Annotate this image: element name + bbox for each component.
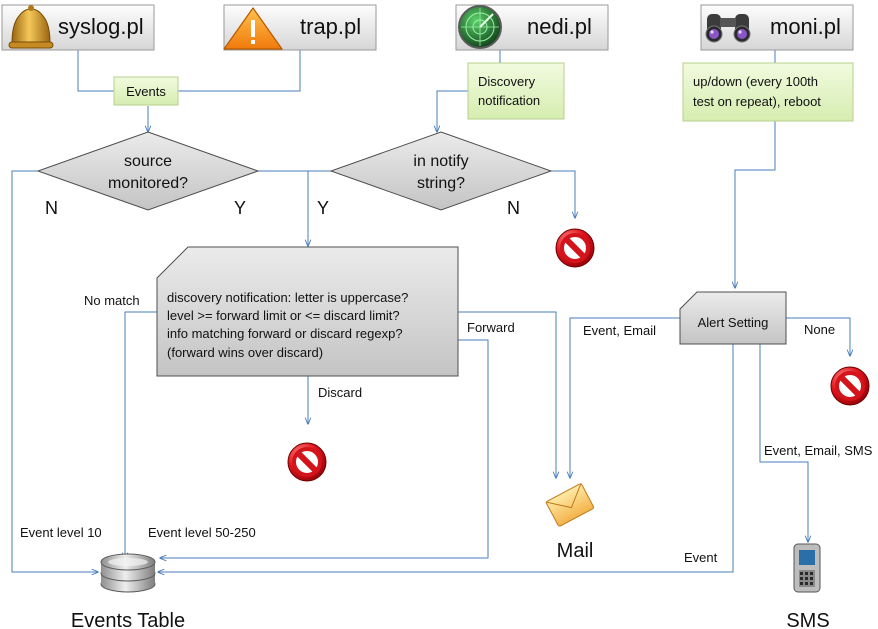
- binoculars-icon: [705, 14, 751, 43]
- mail-label: Mail: [557, 540, 594, 562]
- radar-icon: [458, 5, 502, 49]
- in-notify-line1: in notify: [413, 153, 468, 170]
- moni-label: moni.pl: [770, 14, 841, 39]
- forward-label: Forward: [467, 320, 515, 335]
- connectors: [11, 50, 850, 572]
- event-email-label: Event, Email: [583, 323, 656, 338]
- moni-source: moni.pl: [700, 4, 854, 51]
- event-label: Event: [684, 550, 718, 565]
- rules-line2: level >= forward limit or <= discard lim…: [167, 308, 400, 323]
- source-no-label: N: [45, 198, 58, 218]
- events-note: Events: [113, 76, 179, 106]
- alert-event-email-arrow: [570, 317, 680, 478]
- event-level-10-label: Event level 10: [20, 525, 102, 540]
- alert-setting-box: Alert Setting: [679, 291, 787, 345]
- alert-none-arrow: [786, 317, 850, 356]
- moni-note-line1: up/down (every 100th: [693, 74, 818, 89]
- trap-source: trap.pl: [223, 4, 377, 51]
- forward-to-events-arrow: [160, 339, 489, 558]
- mail-output: Mail: [545, 483, 595, 562]
- bell-icon: [8, 5, 54, 49]
- notify-no-label: N: [507, 198, 520, 218]
- none-label: None: [804, 322, 835, 337]
- discovery-note: Discovery notification: [467, 62, 565, 120]
- discovery-to-notify-arrow: [437, 90, 468, 132]
- event-level-50-250-label: Event level 50-250: [148, 525, 256, 540]
- alert-event-arrow: [158, 344, 734, 572]
- discovery-note-line1: Discovery: [478, 74, 536, 89]
- moni-note-line2: test on repeat), reboot: [693, 94, 821, 109]
- database-icon: [100, 553, 156, 593]
- mail-envelope-icon: [545, 483, 595, 527]
- event-email-sms-label: Event, Email, SMS: [764, 443, 873, 458]
- syslog-label: syslog.pl: [58, 14, 144, 39]
- discard-stop-icon: [288, 443, 326, 481]
- notify-no-arrow: [551, 170, 575, 218]
- rules-line3: info matching forward or discard regexp?: [167, 326, 403, 341]
- syslog-source: syslog.pl: [1, 4, 155, 51]
- source-monitored-line1: source: [124, 153, 172, 170]
- alert-setting-label: Alert Setting: [698, 315, 769, 330]
- discard-label: Discard: [318, 385, 362, 400]
- discovery-note-line2: notification: [478, 93, 540, 108]
- warning-icon: [223, 7, 283, 50]
- forward-discard-rules-box: discovery notification: letter is upperc…: [156, 246, 459, 377]
- forward-to-mail-arrow: [458, 311, 556, 478]
- moni-to-alert-arrow: [735, 121, 776, 288]
- source-yes-arrow: [258, 170, 308, 246]
- source-no-arrow: [11, 170, 98, 572]
- events-table-output: Events Table: [71, 553, 185, 629]
- events-table-label: Events Table: [71, 610, 185, 629]
- no-match-label: No match: [84, 293, 140, 308]
- syslog-to-events-line: [77, 50, 114, 92]
- sms-label: SMS: [786, 610, 829, 629]
- no-match-arrow: [125, 311, 157, 559]
- nedi-source: nedi.pl: [455, 4, 609, 51]
- rules-line1: discovery notification: letter is upperc…: [167, 290, 408, 305]
- source-monitored-decision: source monitored?: [36, 131, 260, 211]
- mobile-phone-icon: [793, 543, 821, 593]
- alert-none-stop-icon: [831, 367, 869, 405]
- in-notify-line2: string?: [417, 175, 465, 192]
- source-monitored-line2: monitored?: [108, 175, 188, 192]
- alert-sms-arrow: [759, 344, 808, 542]
- source-yes-label: Y: [234, 198, 246, 218]
- trap-label: trap.pl: [300, 14, 361, 39]
- moni-note: up/down (every 100th test on repeat), re…: [682, 62, 854, 122]
- in-notify-decision: in notify string?: [329, 131, 553, 211]
- trap-to-events-line: [178, 50, 301, 92]
- rules-line4: (forward wins over discard): [167, 345, 323, 360]
- notify-yes-label: Y: [317, 198, 329, 218]
- events-note-label: Events: [126, 84, 166, 99]
- notify-no-stop-icon: [556, 229, 594, 267]
- nedi-label: nedi.pl: [527, 14, 592, 39]
- sms-output: SMS: [786, 543, 830, 629]
